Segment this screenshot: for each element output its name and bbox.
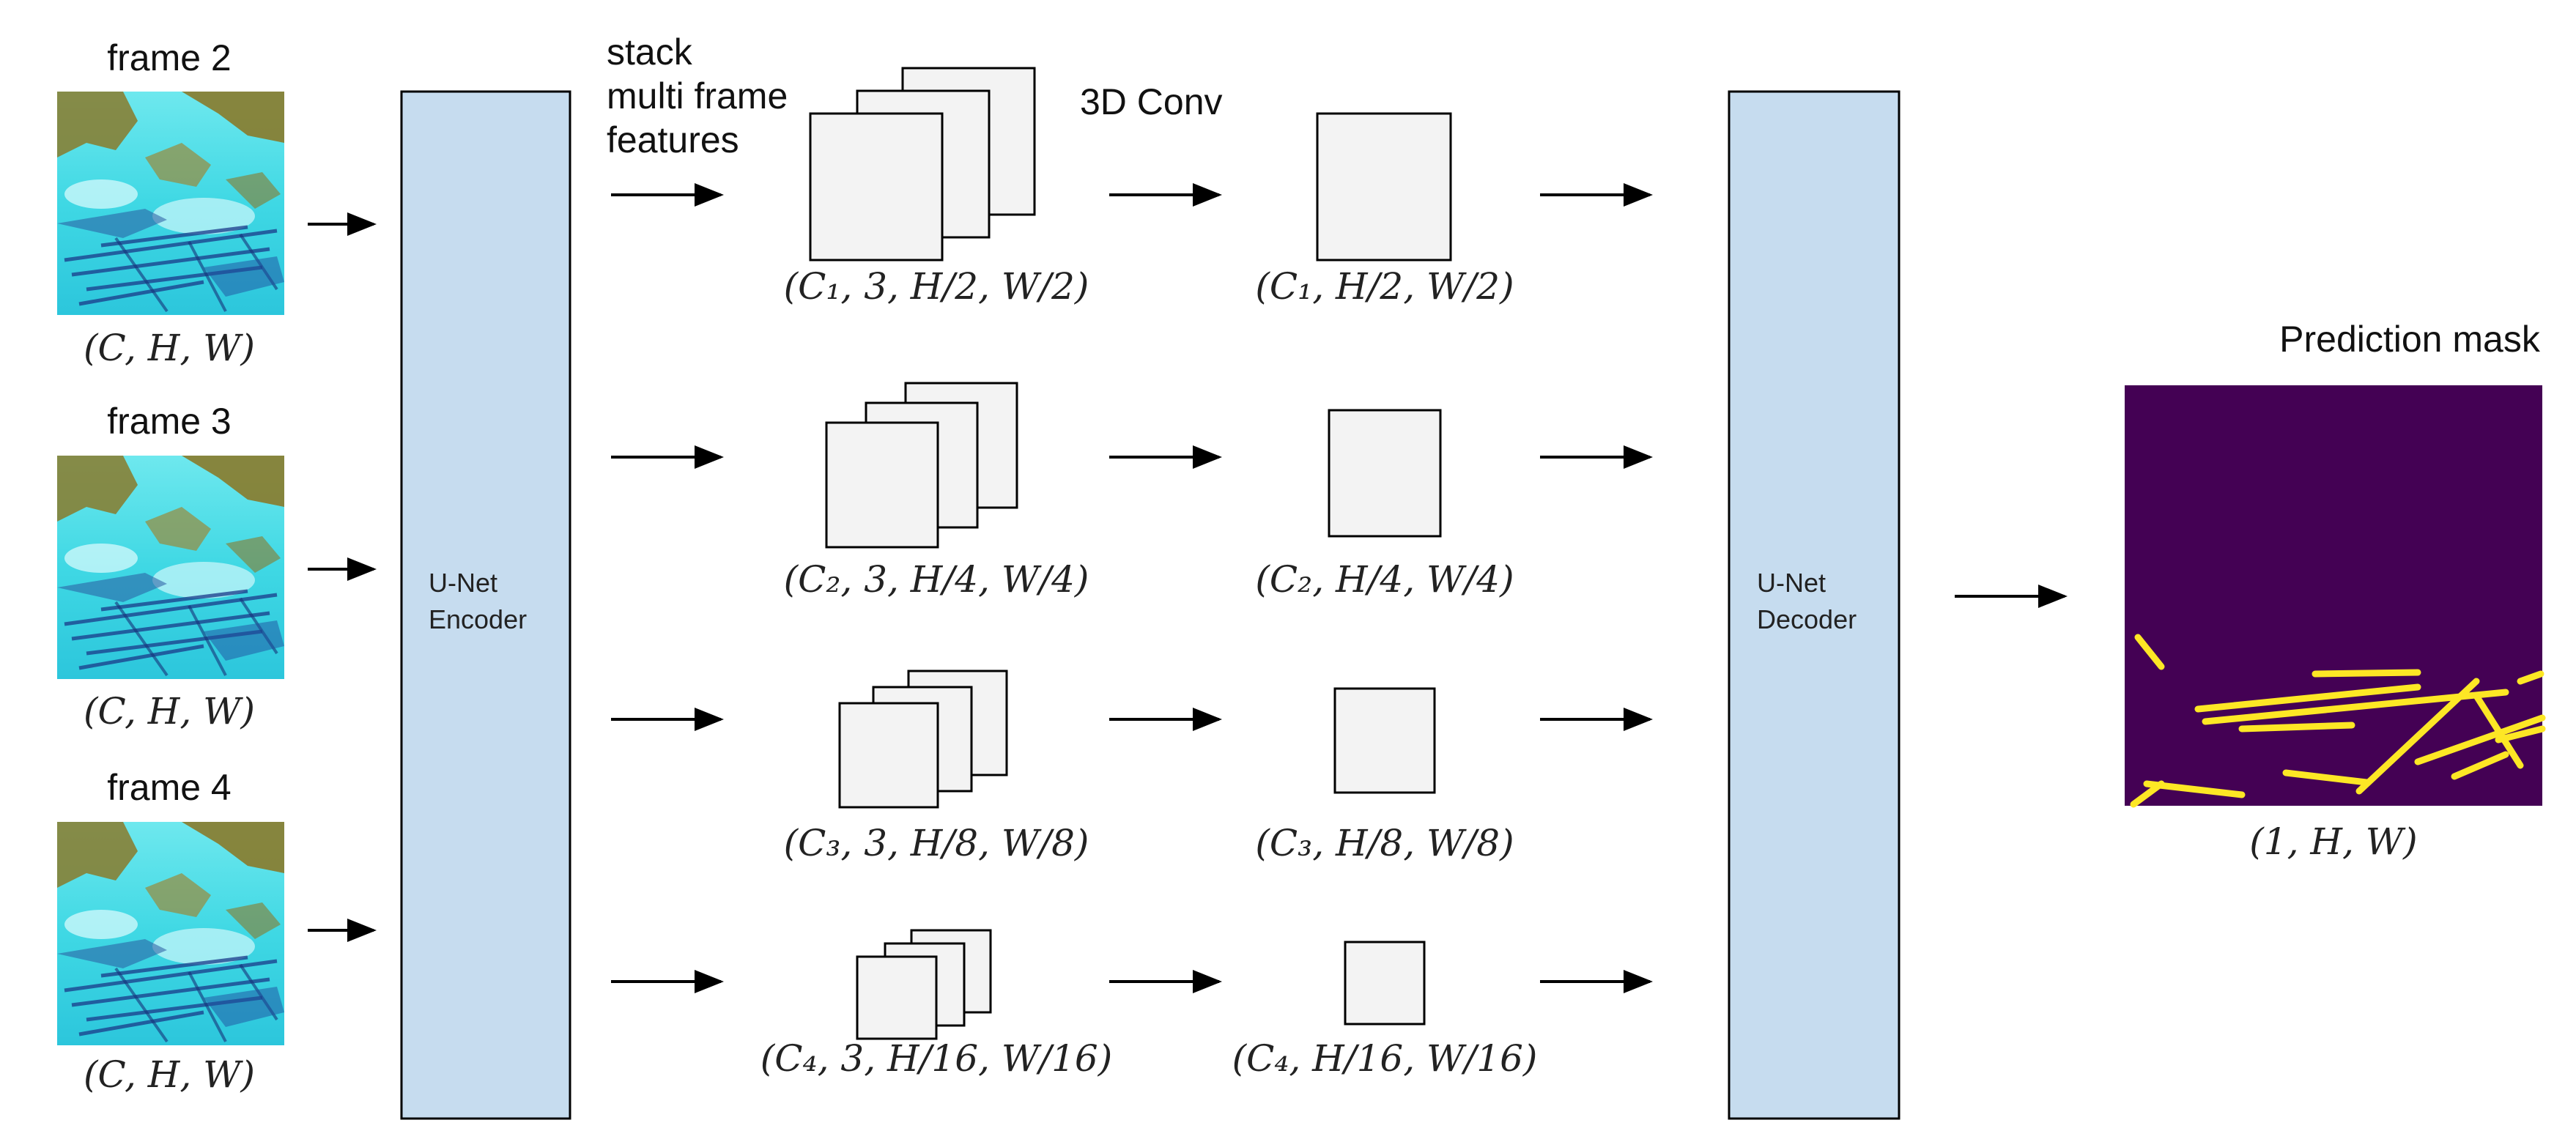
mask-background: [2125, 385, 2542, 806]
frame-title: frame 2: [107, 37, 232, 78]
stacked-features-level-4: [856, 929, 992, 1040]
conv-label: 3D Conv: [1080, 81, 1223, 122]
decoder-label-1: U-Net: [1757, 568, 1826, 598]
fused-feature-map-1: [1316, 112, 1452, 262]
frame-title: frame 3: [107, 401, 232, 442]
fused-shape-1: (C₁, H/2, W/2): [1255, 265, 1514, 308]
fused-feature-map-3: [1333, 687, 1436, 794]
frame-shape: (C, H, W): [84, 327, 255, 369]
satellite-image: [57, 456, 284, 679]
fused-shape-3: (C₃, H/8, W/8): [1255, 822, 1514, 864]
decoder-box: [1728, 90, 1900, 1120]
prediction-shape: (1, H, W): [2249, 820, 2417, 863]
stack-label: stack multi frame features: [607, 31, 788, 160]
stacked-shape-3: (C₃, 3, H/8, W/8): [784, 822, 1089, 864]
fused-shape-2: (C₂, H/4, W/4): [1255, 558, 1514, 601]
feature-map: [838, 702, 939, 809]
stacked-shape-2: (C₂, 3, H/4, W/4): [784, 558, 1089, 601]
stack-label-line-3: features: [607, 119, 739, 160]
decoder-label-2: Decoder: [1757, 604, 1857, 634]
feature-map: [809, 112, 944, 262]
fused-feature-map-2: [1328, 409, 1442, 538]
encoder-label-2: Encoder: [429, 604, 527, 634]
prediction-title: Prediction mask: [2279, 319, 2541, 360]
frame-2: frame 2 (C, H, W): [57, 37, 284, 369]
frame-3: frame 3 (C, H, W): [57, 401, 284, 733]
satellite-image: [57, 822, 284, 1045]
decoder-arrows: [1540, 183, 1653, 993]
frame-4: frame 4 (C, H, W): [57, 767, 284, 1096]
unet-encoder: U-Net Encoder: [400, 90, 571, 1120]
stack-arrows: [611, 183, 724, 993]
stacked-shape-4: (C₄, 3, H/16, W/16): [760, 1037, 1112, 1080]
stacked-features-level-3: [838, 670, 1008, 809]
fused-feature-map-4: [1344, 941, 1426, 1026]
stacked-features-level-1: [809, 67, 1036, 262]
stack-label-line-2: multi frame: [607, 75, 788, 116]
frame-shape: (C, H, W): [84, 1053, 255, 1096]
conv-arrows: [1109, 183, 1222, 993]
input-arrows: [308, 212, 377, 942]
feature-map: [825, 421, 939, 549]
stacked-shape-1: (C₁, 3, H/2, W/2): [784, 265, 1089, 308]
satellite-image: [57, 92, 284, 315]
contrail-streaks: [2130, 634, 2546, 808]
fused-shape-4: (C₄, H/16, W/16): [1232, 1037, 1538, 1080]
feature-map: [856, 955, 938, 1040]
frame-shape: (C, H, W): [84, 690, 255, 733]
stack-label-line-1: stack: [607, 31, 693, 73]
encoder-label-1: U-Net: [429, 568, 497, 598]
encoder-box: [400, 90, 571, 1120]
unet-decoder: U-Net Decoder: [1728, 90, 1900, 1120]
frame-title: frame 4: [107, 767, 232, 808]
fused-features: [1316, 112, 1452, 1026]
stacked-features-level-2: [825, 382, 1018, 549]
prediction-mask: Prediction mask (1, H, W): [2125, 319, 2546, 863]
